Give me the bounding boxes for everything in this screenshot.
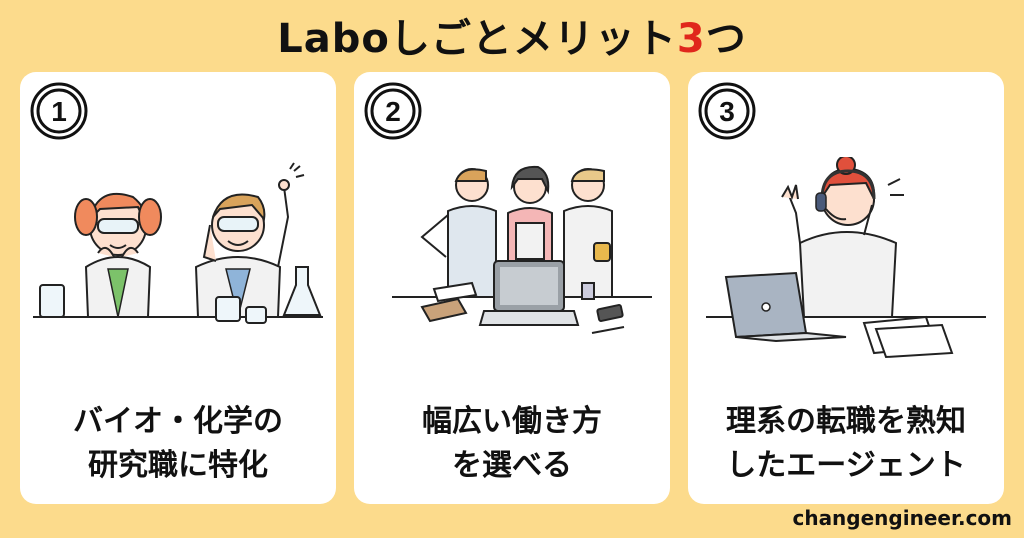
number-2: 2 [385, 96, 401, 127]
papers-icon [862, 315, 954, 359]
number-badge-2: 2 [363, 81, 423, 141]
caption-line-2: 研究職に特化 [88, 448, 268, 483]
scientists-illustration [33, 162, 323, 324]
caption-line-2: したエージェント [726, 448, 966, 483]
merit-card-2: 2 [354, 72, 670, 504]
female-scientist-figure [74, 192, 162, 318]
title-number: 3 [676, 16, 706, 62]
person-left-figure [420, 168, 497, 298]
number-3: 3 [719, 96, 735, 127]
site-url: changengineer.com [792, 506, 1012, 530]
caption-line-2: を選べる [452, 448, 572, 483]
male-scientist-figure [194, 162, 305, 318]
merit-caption-1: バイオ・化学の 研究職に特化 [20, 400, 336, 488]
merit-caption-3: 理系の転職を熟知 したエージェント [688, 400, 1004, 488]
agent-headset-illustration [706, 157, 986, 359]
caption-line-1: バイオ・化学の [73, 404, 283, 439]
laptop-icon [478, 260, 580, 326]
page-title: Laboしごとメリット3つ [0, 6, 1024, 64]
lab-glassware [39, 266, 322, 324]
merit-card-3: 3 理系の転職を熟知 [688, 72, 1004, 504]
number-1: 1 [51, 96, 67, 127]
title-main: Laboしごとメリット [277, 16, 677, 62]
number-badge-1: 1 [29, 81, 89, 141]
merit-card-1: 1 [20, 72, 336, 504]
title-suffix: つ [705, 16, 747, 62]
merit-caption-2: 幅広い働き方 を選べる [354, 400, 670, 488]
desk-items [420, 281, 625, 334]
number-badge-3: 3 [697, 81, 757, 141]
agent-figure [781, 157, 904, 318]
laptop-icon [724, 271, 847, 343]
caption-line-1: 幅広い働き方 [422, 404, 602, 439]
caption-line-1: 理系の転職を熟知 [726, 404, 966, 439]
person-right-figure [563, 168, 613, 298]
team-meeting-illustration [392, 165, 652, 334]
